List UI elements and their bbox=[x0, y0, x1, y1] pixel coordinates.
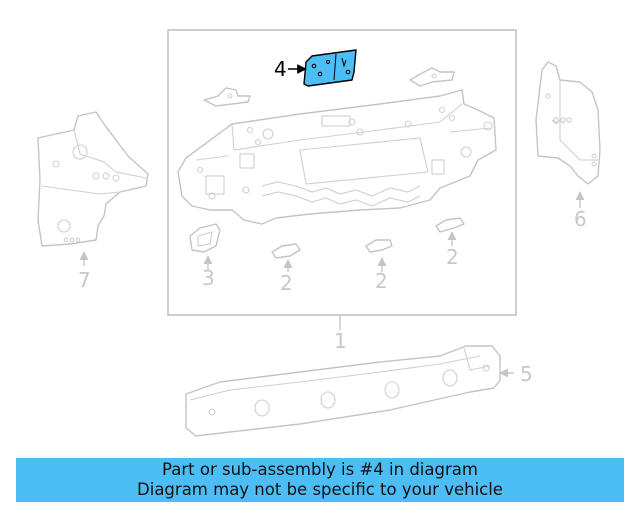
clip-part-2-b[interactable] bbox=[365, 239, 393, 253]
side-panel-part-7[interactable] bbox=[37, 111, 149, 247]
callout-2-b: 2 bbox=[375, 269, 388, 293]
top-clip-right bbox=[409, 67, 455, 87]
callout-5: 5 bbox=[520, 362, 533, 386]
info-banner: Part or sub-assembly is #4 in diagram Di… bbox=[16, 458, 624, 502]
clip-part-2-a[interactable] bbox=[271, 243, 301, 259]
bracket-part-3[interactable] bbox=[189, 223, 221, 253]
callout-6: 6 bbox=[574, 207, 587, 231]
assembly-box bbox=[167, 29, 517, 316]
banner-line-2: Diagram may not be specific to your vehi… bbox=[137, 480, 503, 499]
bracket-part-4[interactable] bbox=[303, 49, 357, 87]
side-panel-part-6[interactable] bbox=[535, 61, 601, 185]
reinforcement-part-5[interactable] bbox=[185, 345, 501, 437]
rear-panel-part-1 bbox=[177, 89, 497, 225]
callout-4: 4 bbox=[274, 57, 287, 81]
callout-3: 3 bbox=[202, 266, 215, 290]
banner-line-1: Part or sub-assembly is #4 in diagram bbox=[162, 460, 478, 479]
clip-part-2-c[interactable] bbox=[435, 217, 465, 233]
callout-1: 1 bbox=[334, 329, 347, 353]
callout-7: 7 bbox=[78, 268, 91, 292]
top-clip-left bbox=[203, 87, 251, 107]
callout-2-a: 2 bbox=[280, 271, 293, 295]
callout-2-c: 2 bbox=[446, 245, 459, 269]
